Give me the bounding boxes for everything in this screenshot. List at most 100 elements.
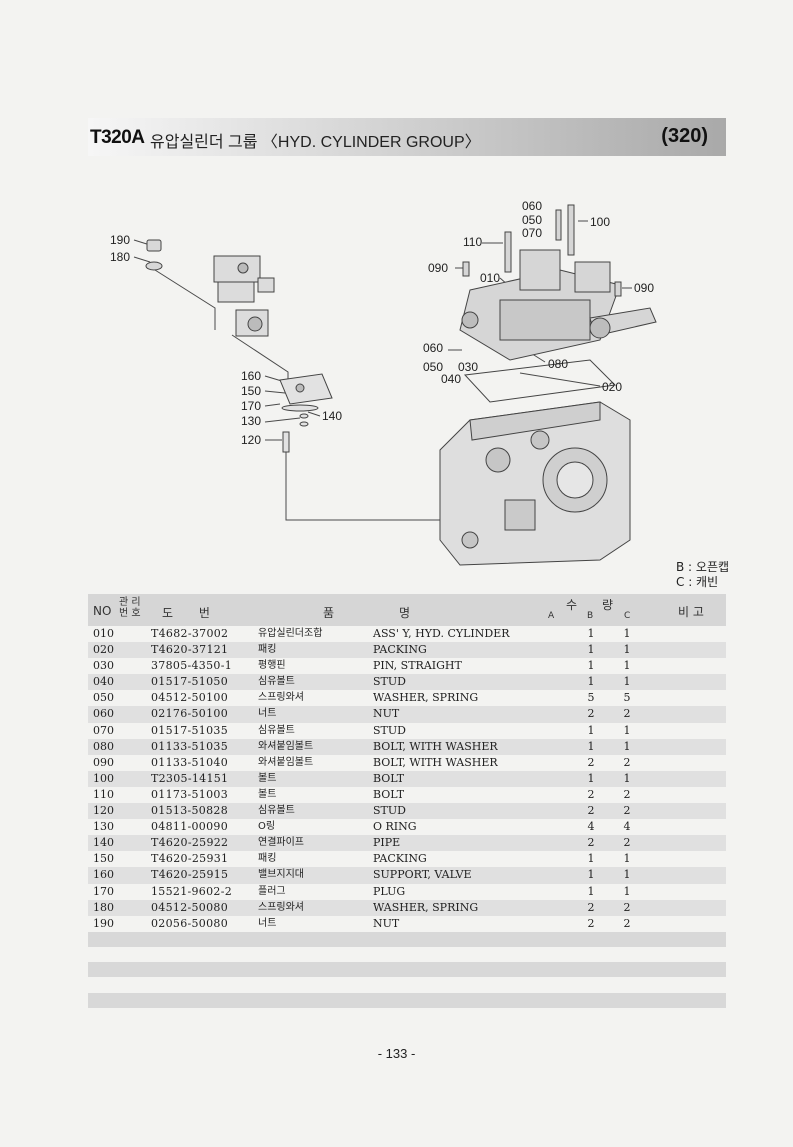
row-korean-name: 너트 bbox=[258, 708, 277, 720]
row-english-name: STUD bbox=[373, 675, 406, 689]
row-korean-name: 와셔붙임볼트 bbox=[258, 740, 314, 752]
callout-190: 190 bbox=[110, 233, 130, 247]
callout-160: 160 bbox=[241, 369, 261, 383]
row-part-number: T4682-37002 bbox=[151, 627, 229, 640]
row-english-name: BOLT, WITH WASHER bbox=[373, 739, 498, 753]
row-english-name: O RING bbox=[373, 820, 417, 834]
row-qty-c: 1 bbox=[623, 884, 631, 898]
row-no: 050 bbox=[93, 691, 114, 705]
callout-030: 030 bbox=[458, 360, 478, 374]
callout-010: 010 bbox=[480, 271, 500, 285]
row-part-number: 01133-51040 bbox=[151, 755, 229, 769]
row-part-number: 04512-50080 bbox=[151, 900, 229, 914]
row-qty-b: 5 bbox=[587, 691, 595, 705]
row-part-number: T2305-14151 bbox=[151, 771, 229, 785]
row-english-name: PLUG bbox=[373, 884, 406, 898]
row-qty-b: 1 bbox=[587, 771, 595, 785]
row-no: 060 bbox=[93, 707, 114, 721]
row-no: 180 bbox=[93, 900, 114, 914]
row-qty-b: 4 bbox=[587, 820, 595, 834]
row-part-number: 01517-51035 bbox=[151, 723, 229, 737]
group-number: (320) bbox=[661, 125, 708, 147]
empty-row-band bbox=[88, 932, 726, 947]
row-korean-name: O링 bbox=[258, 821, 276, 833]
row-part-number: 02176-50100 bbox=[151, 707, 229, 721]
row-qty-c: 2 bbox=[623, 900, 631, 914]
row-qty-c: 2 bbox=[623, 916, 631, 930]
parts-table-header: NO 관 리 번 호 도 번 품 명 수 량 A B C 비 고 bbox=[88, 594, 726, 626]
callout-080: 080 bbox=[548, 357, 568, 371]
header-qty-left: 수 bbox=[566, 598, 578, 612]
row-no: 090 bbox=[93, 755, 114, 769]
exploded-parts-diagram: 060 050 070 100 110 090 010 090 190 180 … bbox=[110, 199, 657, 566]
title-bar: T320A 유압실린더 그룹 〈HYD. CYLINDER GROUP〉 (32… bbox=[88, 118, 726, 156]
row-no: 160 bbox=[93, 868, 114, 882]
row-english-name: BOLT, WITH WASHER bbox=[373, 755, 498, 769]
row-korean-name: 너트 bbox=[258, 917, 277, 929]
table-row: 060 02176-50100 너트 NUT 2 2 bbox=[88, 706, 726, 723]
row-qty-c: 1 bbox=[623, 659, 631, 673]
row-qty-c: 1 bbox=[623, 675, 631, 689]
group-title: 유압실린더 그룹 〈HYD. CYLINDER GROUP〉 bbox=[150, 134, 481, 151]
row-qty-b: 2 bbox=[587, 916, 595, 930]
header-drawing-no: 도 번 bbox=[162, 606, 210, 620]
row-no: 130 bbox=[93, 820, 114, 834]
row-english-name: NUT bbox=[373, 707, 400, 721]
row-english-name: PIN, STRAIGHT bbox=[373, 659, 462, 673]
row-qty-b: 2 bbox=[587, 707, 595, 721]
row-qty-b: 2 bbox=[587, 900, 595, 914]
row-no: 170 bbox=[93, 884, 114, 898]
row-part-number: T4620-37121 bbox=[151, 643, 229, 657]
row-no: 040 bbox=[93, 675, 114, 689]
row-qty-b: 1 bbox=[587, 723, 595, 737]
row-english-name: WASHER, SPRING bbox=[373, 691, 479, 705]
row-korean-name: 심유볼트 bbox=[258, 724, 295, 736]
header-qty-right: 량 bbox=[602, 598, 614, 612]
row-qty-b: 1 bbox=[587, 884, 595, 898]
row-part-number: 04811-00090 bbox=[151, 820, 229, 834]
row-qty-b: 2 bbox=[587, 787, 595, 801]
header-mgmt-top: 관 리 bbox=[119, 597, 141, 608]
header-mgmt: 관 리 번 호 bbox=[119, 597, 143, 619]
row-qty-c: 1 bbox=[623, 627, 631, 640]
header-name-right: 명 bbox=[399, 606, 411, 620]
row-qty-c: 2 bbox=[623, 787, 631, 801]
row-qty-b: 1 bbox=[587, 659, 595, 673]
callout-110: 110 bbox=[463, 235, 482, 249]
legend-open-cab: B : 오픈캡 bbox=[676, 560, 730, 574]
row-english-name: PACKING bbox=[373, 643, 427, 657]
row-qty-b: 1 bbox=[587, 852, 595, 866]
row-qty-c: 2 bbox=[623, 755, 631, 769]
callout-050-top: 050 bbox=[522, 213, 542, 227]
row-qty-b: 1 bbox=[587, 627, 595, 640]
row-no: 120 bbox=[93, 804, 114, 818]
callout-150: 150 bbox=[241, 384, 261, 398]
row-qty-c: 1 bbox=[623, 868, 631, 882]
callout-100: 100 bbox=[590, 215, 610, 229]
row-korean-name: 스프링와셔 bbox=[258, 901, 304, 913]
row-qty-b: 1 bbox=[587, 675, 595, 689]
row-part-number: 04512-50100 bbox=[151, 691, 229, 705]
row-part-number: 02056-50080 bbox=[151, 916, 229, 930]
row-no: 070 bbox=[93, 723, 114, 737]
page-number: - 133 - bbox=[377, 1046, 416, 1061]
row-english-name: BOLT bbox=[373, 771, 405, 785]
row-no: 100 bbox=[93, 771, 114, 785]
group-code: T320A bbox=[90, 127, 145, 148]
row-korean-name: 심유볼트 bbox=[258, 676, 295, 688]
row-korean-name: 연결파이프 bbox=[258, 837, 304, 849]
row-english-name: PIPE bbox=[373, 836, 401, 850]
row-no: 030 bbox=[93, 659, 114, 673]
callout-090-right: 090 bbox=[634, 281, 654, 295]
row-qty-b: 2 bbox=[587, 836, 595, 850]
row-qty-c: 2 bbox=[623, 707, 631, 721]
row-no: 150 bbox=[93, 852, 114, 866]
